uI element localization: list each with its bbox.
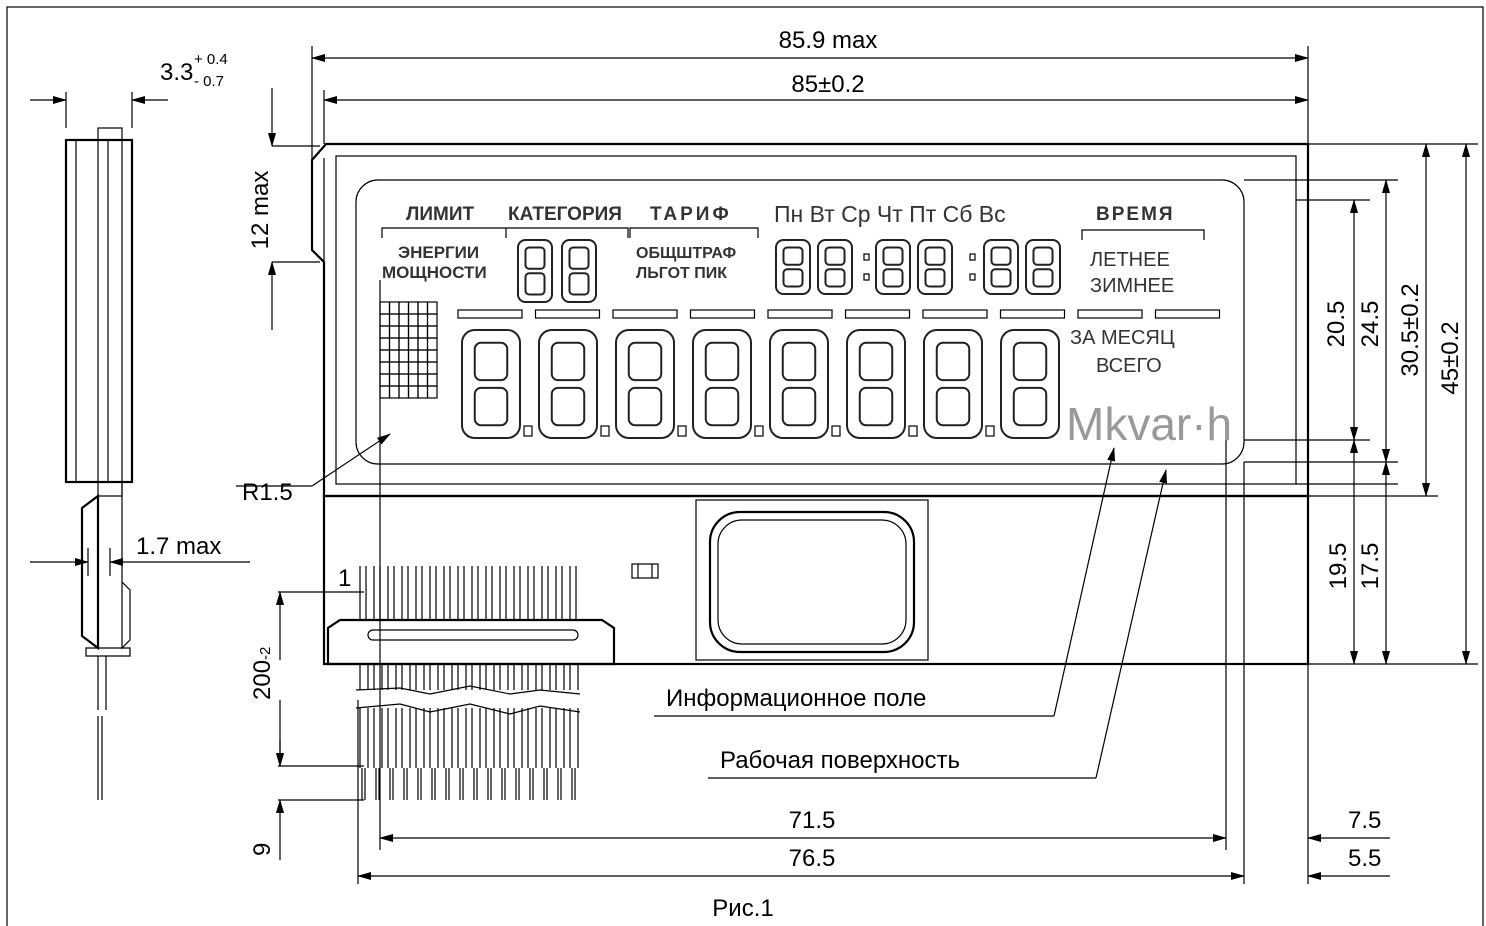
dim-v-17: 17.5: [1357, 543, 1384, 590]
segment-digit: [769, 329, 829, 439]
lcd-total: ВСЕГО: [1096, 355, 1162, 377]
dim-v-19: 19.5: [1325, 543, 1352, 590]
dim-bottom-71: 71.5: [789, 807, 836, 834]
dim-lead-length-tol: -2: [257, 647, 274, 660]
dim-pin-thickness: 1.7 max: [136, 533, 221, 560]
lcd-segments: ЛИМИТ КАТЕГОРИЯ ТАРИФ Пн Вт Ср Чт Пт Сб …: [379, 201, 1232, 450]
dim-lead-length: 200: [249, 660, 276, 700]
dim-thickness: 3.3: [160, 59, 193, 86]
lcd-limit: ЛИМИТ: [406, 204, 474, 225]
segment-digit: [517, 239, 553, 303]
main-digits: [461, 329, 1060, 439]
lcd-per-month: ЗА МЕСЯЦ: [1070, 327, 1175, 349]
side-view: [64, 127, 134, 800]
lcd-power: МОЩНОСТИ: [382, 263, 487, 282]
dim-thickness-plus: + 0.4: [194, 51, 228, 68]
lcd-unit: Mkvar·h: [1066, 398, 1232, 450]
dim-lead-9: 9: [249, 843, 276, 856]
lcd-days: Пн Вт Ср Чт Пт Сб Вс: [774, 201, 1006, 227]
dim-v-24: 24.5: [1357, 301, 1384, 348]
dim-width-max: 85.9 max: [779, 27, 878, 54]
lcd-module-body: [310, 142, 1310, 666]
dim-v-30: 30.5±0.2: [1397, 283, 1424, 376]
leads: [359, 664, 579, 800]
lcd-category: КАТЕГОРИЯ: [508, 204, 622, 225]
segment-digit: [875, 239, 911, 295]
segment-digit: [692, 329, 752, 439]
dim-thickness-minus: - 0.7: [194, 73, 224, 90]
lcd-summer: ЛЕТНЕЕ: [1090, 249, 1170, 271]
lcd-energy: ЭНЕРГИИ: [398, 243, 479, 262]
page-frame: [6, 6, 1484, 926]
lcd-lgot-pik: ЛЬГОТ ПИК: [636, 265, 727, 282]
dim-v-45: 45±0.2: [1437, 321, 1464, 394]
info-field-area: [355, 179, 1245, 465]
segment-digit: [846, 329, 906, 439]
segment-digit: [538, 329, 598, 439]
segment-digit: [461, 329, 521, 439]
dim-right-5: 5.5: [1348, 845, 1381, 872]
segment-digit: [1025, 239, 1061, 295]
callout-work-surface: Рабочая поверхность: [720, 747, 960, 774]
segment-digit: [983, 239, 1019, 295]
pins-top: [359, 566, 577, 620]
lcd-time: ВРЕМЯ: [1096, 204, 1175, 225]
dim-radius: R1.5: [242, 479, 293, 506]
segment-digit: [917, 239, 953, 295]
lcd-tariff: ТАРИФ: [650, 204, 732, 225]
pin1-label: 1: [338, 565, 351, 592]
segment-digit: [1000, 329, 1060, 439]
segment-digit: [775, 239, 811, 295]
segment-digit: [561, 239, 597, 303]
small-digits: [517, 239, 1061, 303]
indicator-bars: [457, 309, 1221, 319]
figure-caption: Рис.1: [712, 895, 773, 922]
lcd-obsh-shtraf: ОБЩШТРАФ: [636, 245, 737, 262]
segment-digit: [923, 329, 983, 439]
dim-height-12: 12 max: [247, 171, 274, 250]
dot-matrix: [379, 301, 438, 399]
segment-digit: [615, 329, 675, 439]
lcd-winter: ЗИМНЕЕ: [1090, 275, 1174, 297]
dim-width: 85±0.2: [791, 71, 864, 98]
dim-right-7: 7.5: [1348, 807, 1381, 834]
callout-info-field: Информационное поле: [666, 685, 926, 712]
dim-v-20: 20.5: [1323, 301, 1350, 348]
segment-digit: [817, 239, 853, 295]
dim-bottom-76: 76.5: [789, 845, 836, 872]
